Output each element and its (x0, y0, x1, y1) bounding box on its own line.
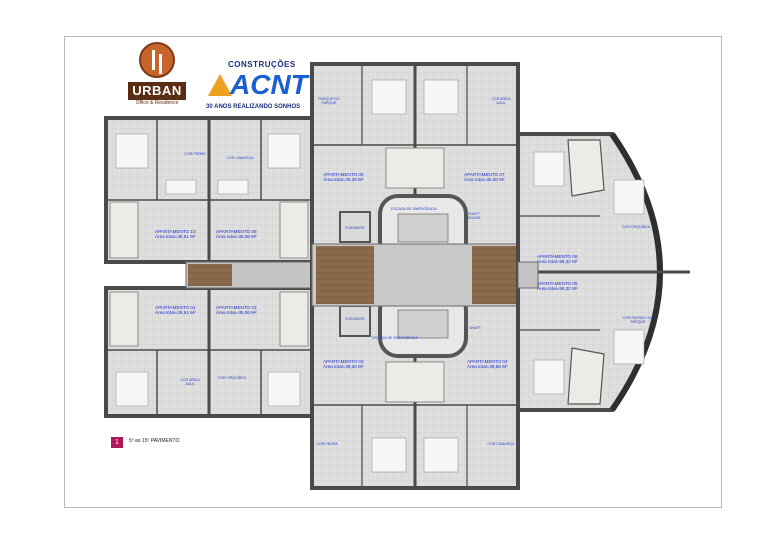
note-shaft: SHAFT ÁGUAS (467, 212, 481, 220)
apartment-area: Área total=35,51 M² (155, 234, 196, 239)
urban-name: URBAN (128, 82, 186, 100)
note-cor-pedra: COR PEDRA (184, 152, 206, 156)
right-corridor (517, 261, 539, 289)
urban-emblem-icon (139, 42, 175, 78)
note-cor-camurca: COR CAMURÇA (487, 442, 515, 446)
note-escada: ESCADA DE EMERGÊNCIA (372, 336, 418, 340)
note-cor-orquidea: COR ORQUÍDEA (621, 225, 651, 229)
note-parque: COR PASSEIO NO PARQUE (622, 316, 654, 324)
apartment-area: Área total=35,06 M² (216, 234, 257, 239)
flame-icon (208, 74, 232, 96)
acnt-top-text: CONSTRUÇÕES (228, 60, 296, 69)
note-cor-camurca: COR CAMURÇA (226, 156, 254, 160)
acnt-main-text: ACNT (230, 69, 308, 100)
note-shaft: SHAFT (469, 326, 481, 330)
left-lower-block (104, 286, 314, 418)
note-cor-pedra: COR PEDRA (316, 442, 338, 446)
apartment-title: APARTAMENTO 09 (216, 229, 257, 234)
legend-label: 5º ao 15º PAVIMENTO (129, 438, 180, 444)
apartment-area: Área total=38,38 M² (323, 177, 364, 182)
apartment-area: Área total=36,00 M² (464, 177, 505, 182)
note-parque: PARQUE NO PARQUE (318, 97, 340, 105)
note-elevador: ELEVADOR (345, 317, 365, 321)
note-cor-areia: COR AREIA AZUL (491, 97, 511, 105)
acnt-tagline: 30 ANOS REALIZANDO SONHOS (206, 104, 301, 110)
apartment-title: APARTAMENTO 10 (155, 229, 196, 234)
urban-logo: URBAN Office & Residence (128, 42, 186, 110)
apartment-area: Área total=35,51 M² (155, 310, 196, 315)
apartment-area: Área total=38,30 M² (323, 364, 364, 369)
note-cor-orquidea: COR ORQUÍDEA (217, 376, 247, 380)
note-cor-areia: COR AREIA AZUL (180, 378, 200, 386)
apartment-title: APARTAMENTO 08 (323, 172, 364, 177)
left-corridor-deck (188, 264, 232, 286)
note-elevador: ELEVADOR (345, 226, 365, 230)
apartment-title: APARTAMENTO 02 (216, 305, 257, 310)
urban-subtitle: Office & Residence (135, 100, 179, 106)
apartment-title: APARTAMENTO 05 (537, 281, 578, 286)
apartment-title: APARTAMENTO 01 (155, 305, 196, 310)
apartment-area: Área total=35,06 M² (216, 310, 257, 315)
right-curved-block (516, 132, 690, 412)
central-tower (310, 62, 520, 490)
apartment-title: APARTAMENTO 04 (467, 359, 508, 364)
legend-badge: 1 (111, 437, 123, 448)
apartment-title: APARTAMENTO 03 (323, 359, 364, 364)
note-escada: ESCADA DE EMERGÊNCIA (391, 207, 437, 211)
apartment-title: APARTAMENTO 06 (537, 254, 578, 259)
left-upper-block (104, 116, 314, 264)
apartment-area: Área total=38,88 M² (467, 364, 508, 369)
apartment-title: APARTAMENTO 07 (464, 172, 505, 177)
acnt-logo: CONSTRUÇÕES ACNT 30 ANOS REALIZANDO SONH… (200, 60, 308, 118)
apartment-area: Área total=59,32 M² (537, 286, 578, 291)
apartment-area: Área total=58,32 M² (537, 259, 578, 264)
